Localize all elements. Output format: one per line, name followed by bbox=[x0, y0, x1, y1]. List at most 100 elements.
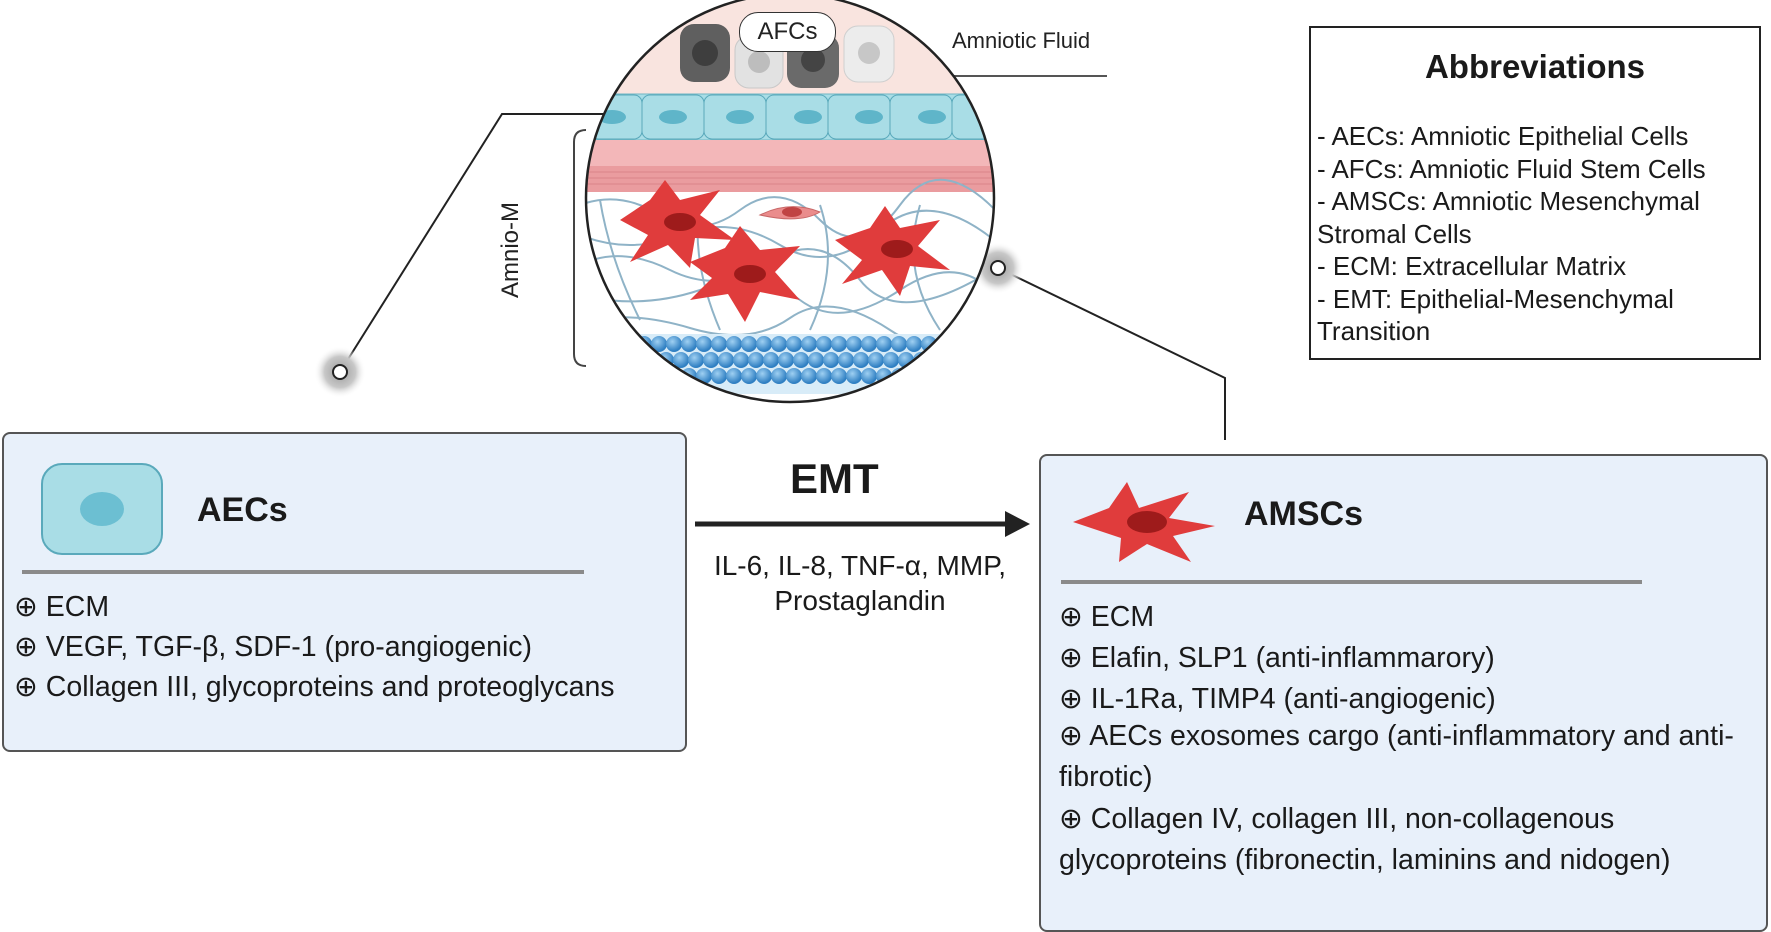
basal-bead bbox=[958, 352, 974, 368]
basal-bead bbox=[823, 352, 839, 368]
amscs-panel: AMSCs ⊕ ECM ⊕ Elafin, SLP1 (anti-inflamm… bbox=[1039, 454, 1768, 932]
basal-bead bbox=[921, 336, 937, 352]
basal-bead bbox=[681, 336, 697, 352]
basal-bead bbox=[651, 368, 667, 384]
basal-bead bbox=[696, 336, 712, 352]
connector-right bbox=[972, 242, 1226, 440]
basal-bead bbox=[591, 336, 607, 352]
abbreviation-line: - ECM: Extracellular Matrix bbox=[1317, 251, 1627, 281]
abbreviations-list: - AECs: Amniotic Epithelial Cells - AFCs… bbox=[1317, 120, 1753, 348]
abbreviation-line: - AECs: Amniotic Epithelial Cells bbox=[1317, 121, 1689, 151]
amscs-divider bbox=[1061, 580, 1642, 584]
basal-bead bbox=[801, 368, 817, 384]
abbreviations-title: Abbreviations bbox=[1424, 48, 1646, 85]
emt-arrow bbox=[695, 511, 1030, 537]
basal-bead bbox=[801, 336, 817, 352]
aecs-title: AECs bbox=[197, 491, 288, 529]
basal-bead bbox=[613, 352, 629, 368]
basal-bead bbox=[1018, 352, 1034, 368]
abbreviation-line: - AFCs: Amniotic Fluid Stem Cells bbox=[1317, 153, 1706, 184]
basal-bead bbox=[928, 352, 944, 368]
basal-bead bbox=[943, 352, 959, 368]
basal-bead bbox=[756, 336, 772, 352]
basal-bead bbox=[711, 336, 727, 352]
basal-bead bbox=[868, 352, 884, 368]
basal-bead bbox=[996, 336, 1012, 352]
basal-bead bbox=[816, 336, 832, 352]
basal-bead bbox=[966, 336, 982, 352]
basal-bead bbox=[973, 352, 989, 368]
basal-bead bbox=[861, 336, 877, 352]
basal-bead bbox=[621, 336, 637, 352]
amnio-m-label: Amnio-M bbox=[497, 201, 524, 298]
epithelial-layer bbox=[586, 93, 994, 141]
aecs-item: ⊕ ECM bbox=[14, 591, 110, 623]
basal-bead bbox=[748, 352, 764, 368]
emt-factors-line: IL-6, IL-8, TNF-α, MMP, bbox=[713, 550, 1007, 581]
basal-bead bbox=[628, 352, 644, 368]
emt-label: EMT bbox=[790, 455, 879, 502]
basal-bead bbox=[586, 368, 592, 384]
amscs-title: AMSCs bbox=[1244, 495, 1364, 533]
basal-bead bbox=[606, 368, 622, 384]
basal-bead bbox=[1003, 352, 1019, 368]
basal-bead bbox=[891, 336, 907, 352]
basal-bead bbox=[636, 336, 652, 352]
membrane-cross-section bbox=[586, 0, 1034, 402]
basal-bead bbox=[838, 352, 854, 368]
basal-bead bbox=[1011, 368, 1027, 384]
basal-bead bbox=[793, 352, 809, 368]
emt-factors-line: Prostaglandin bbox=[774, 585, 946, 616]
basal-bead bbox=[786, 336, 802, 352]
amscs-item: ⊕ IL-1Ra, TIMP4 (anti-angiogenic) bbox=[1059, 683, 1496, 715]
amscs-item: ⊕ Collagen IV, collagen III, non-collage… bbox=[1059, 803, 1671, 876]
basal-bead bbox=[996, 368, 1012, 384]
basal-bead bbox=[673, 352, 689, 368]
basal-bead bbox=[1011, 336, 1027, 352]
basal-bead bbox=[688, 352, 704, 368]
amscs-item: ⊕ ECM bbox=[1059, 601, 1155, 633]
basal-bead bbox=[921, 368, 937, 384]
basal-bead bbox=[598, 352, 614, 368]
basal-bead bbox=[981, 336, 994, 352]
amscs-item: ⊕ AECs exosomes cargo (anti-inflammatory… bbox=[1059, 720, 1734, 793]
basal-bead bbox=[966, 368, 982, 384]
basal-bead bbox=[831, 336, 847, 352]
basal-bead bbox=[621, 368, 637, 384]
basal-bead bbox=[726, 368, 742, 384]
basal-bead bbox=[733, 352, 749, 368]
basal-layer bbox=[586, 334, 1034, 394]
basal-bead bbox=[756, 368, 772, 384]
basal-bead bbox=[771, 368, 787, 384]
basal-bead bbox=[591, 368, 607, 384]
basal-bead bbox=[981, 368, 994, 384]
basal-bead bbox=[936, 368, 952, 384]
basal-bead bbox=[846, 336, 862, 352]
emt-factors: IL-6, IL-8, TNF-α, MMP, Prostaglandin bbox=[690, 548, 1030, 618]
basal-bead bbox=[951, 336, 967, 352]
basal-bead bbox=[726, 336, 742, 352]
basal-bead bbox=[883, 352, 899, 368]
basal-bead bbox=[816, 368, 832, 384]
basal-bead bbox=[906, 336, 922, 352]
basal-bead bbox=[586, 336, 592, 352]
abbreviation-line: Transition bbox=[1317, 316, 1431, 346]
epithelial-cell-icon bbox=[41, 463, 163, 555]
connector-left bbox=[314, 113, 604, 398]
basal-bead bbox=[861, 368, 877, 384]
basal-bead bbox=[763, 352, 779, 368]
basal-bead bbox=[846, 368, 862, 384]
basal-bead bbox=[741, 336, 757, 352]
afcs-label: AFCs bbox=[757, 18, 818, 45]
abbreviation-line: - EMT: Epithelial-Mesenchymal bbox=[1317, 283, 1674, 314]
amscs-item: ⊕ Elafin, SLP1 (anti-inflammarory) bbox=[1059, 642, 1495, 674]
aecs-divider bbox=[22, 570, 584, 574]
basal-bead bbox=[831, 368, 847, 384]
basal-bead bbox=[771, 336, 787, 352]
basal-bead bbox=[853, 352, 869, 368]
basal-bead bbox=[703, 352, 719, 368]
basal-bead bbox=[808, 352, 824, 368]
basal-bead bbox=[606, 336, 622, 352]
amniotic-fluid-label: Amniotic Fluid bbox=[952, 28, 1091, 53]
